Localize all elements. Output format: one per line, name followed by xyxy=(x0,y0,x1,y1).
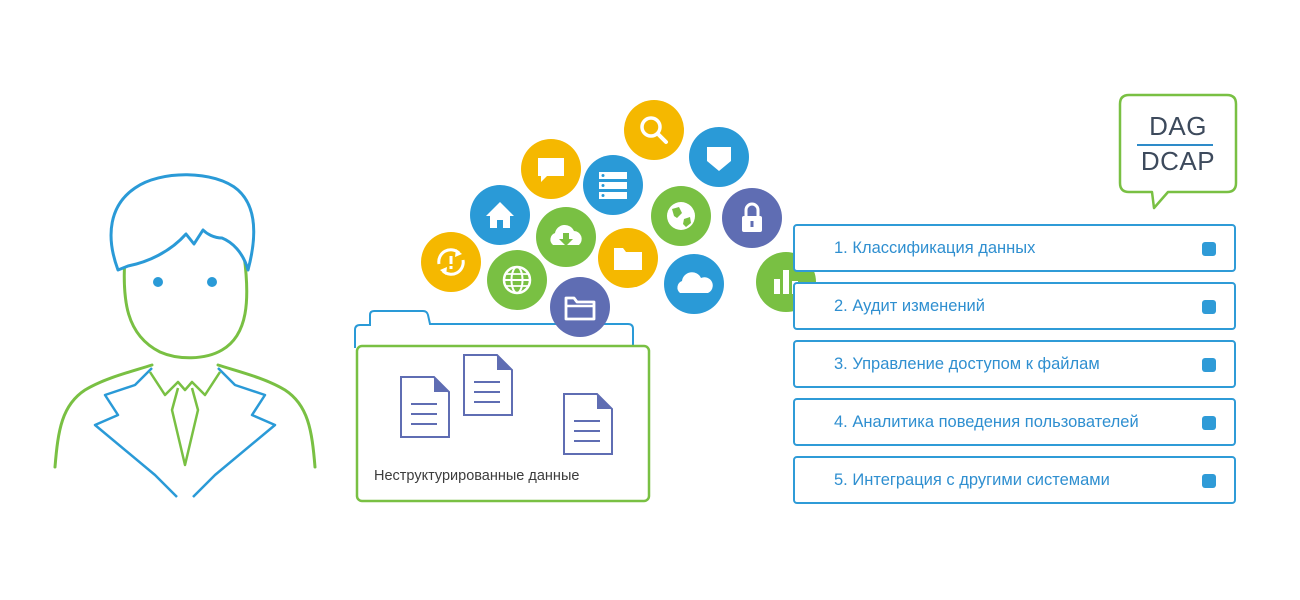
feature-item-analytics: 4. Аналитика поведения пользователей xyxy=(793,398,1236,446)
feature-item-label: 4. Аналитика поведения пользователей xyxy=(834,413,1139,431)
shield-icon xyxy=(689,127,749,187)
dag-dcap-bubble xyxy=(1118,93,1238,210)
feature-item-classification: 1. Классификация данных xyxy=(793,224,1236,272)
person-right-eye xyxy=(207,277,217,287)
feature-bullet xyxy=(1202,300,1216,314)
person-tie xyxy=(170,387,200,467)
feature-bullet xyxy=(1202,242,1216,256)
icon-cloud xyxy=(421,100,816,337)
document-icon xyxy=(400,376,450,438)
home-icon xyxy=(470,185,530,245)
search-icon xyxy=(624,100,684,160)
feature-item-access: 3. Управление доступом к файлам xyxy=(793,340,1236,388)
globe-icon xyxy=(651,186,711,246)
person-figure xyxy=(53,173,317,498)
person-right-lapel xyxy=(192,367,277,498)
document-icon xyxy=(563,393,613,455)
feature-item-integration: 5. Интеграция с другими системами xyxy=(793,456,1236,504)
person-left-eye xyxy=(153,277,163,287)
server-icon xyxy=(583,155,643,215)
feature-bullet xyxy=(1202,358,1216,372)
badge-dag-label: DAG xyxy=(1149,111,1207,141)
person-left-lapel xyxy=(93,367,178,498)
document-icon xyxy=(463,354,513,416)
folder-caption: Неструктурированные данные xyxy=(374,468,580,484)
badge-divider xyxy=(1137,144,1213,146)
lock-icon xyxy=(722,188,782,248)
feature-bullet xyxy=(1202,416,1216,430)
feature-item-label: 1. Классификация данных xyxy=(834,239,1036,257)
folder-back xyxy=(354,310,634,348)
feature-item-label: 3. Управление доступом к файлам xyxy=(834,355,1100,373)
feature-item-label: 2. Аудит изменений xyxy=(834,297,985,315)
folder-icon xyxy=(598,228,658,288)
cloud-download-icon xyxy=(536,207,596,267)
person-face xyxy=(122,253,249,360)
sync-alert-icon xyxy=(421,232,481,292)
person-collar xyxy=(148,371,222,397)
chat-icon xyxy=(521,139,581,199)
folder-outline-icon xyxy=(550,277,610,337)
feature-bullet xyxy=(1202,474,1216,488)
world-icon xyxy=(487,250,547,310)
feature-item-audit: 2. Аудит изменений xyxy=(793,282,1236,330)
documents xyxy=(400,354,613,455)
cloud-icon xyxy=(664,254,724,314)
badge-dcap-label: DCAP xyxy=(1140,146,1216,176)
person-hair xyxy=(109,173,256,272)
person-shoulders xyxy=(53,363,317,469)
feature-item-label: 5. Интеграция с другими системами xyxy=(834,471,1110,489)
